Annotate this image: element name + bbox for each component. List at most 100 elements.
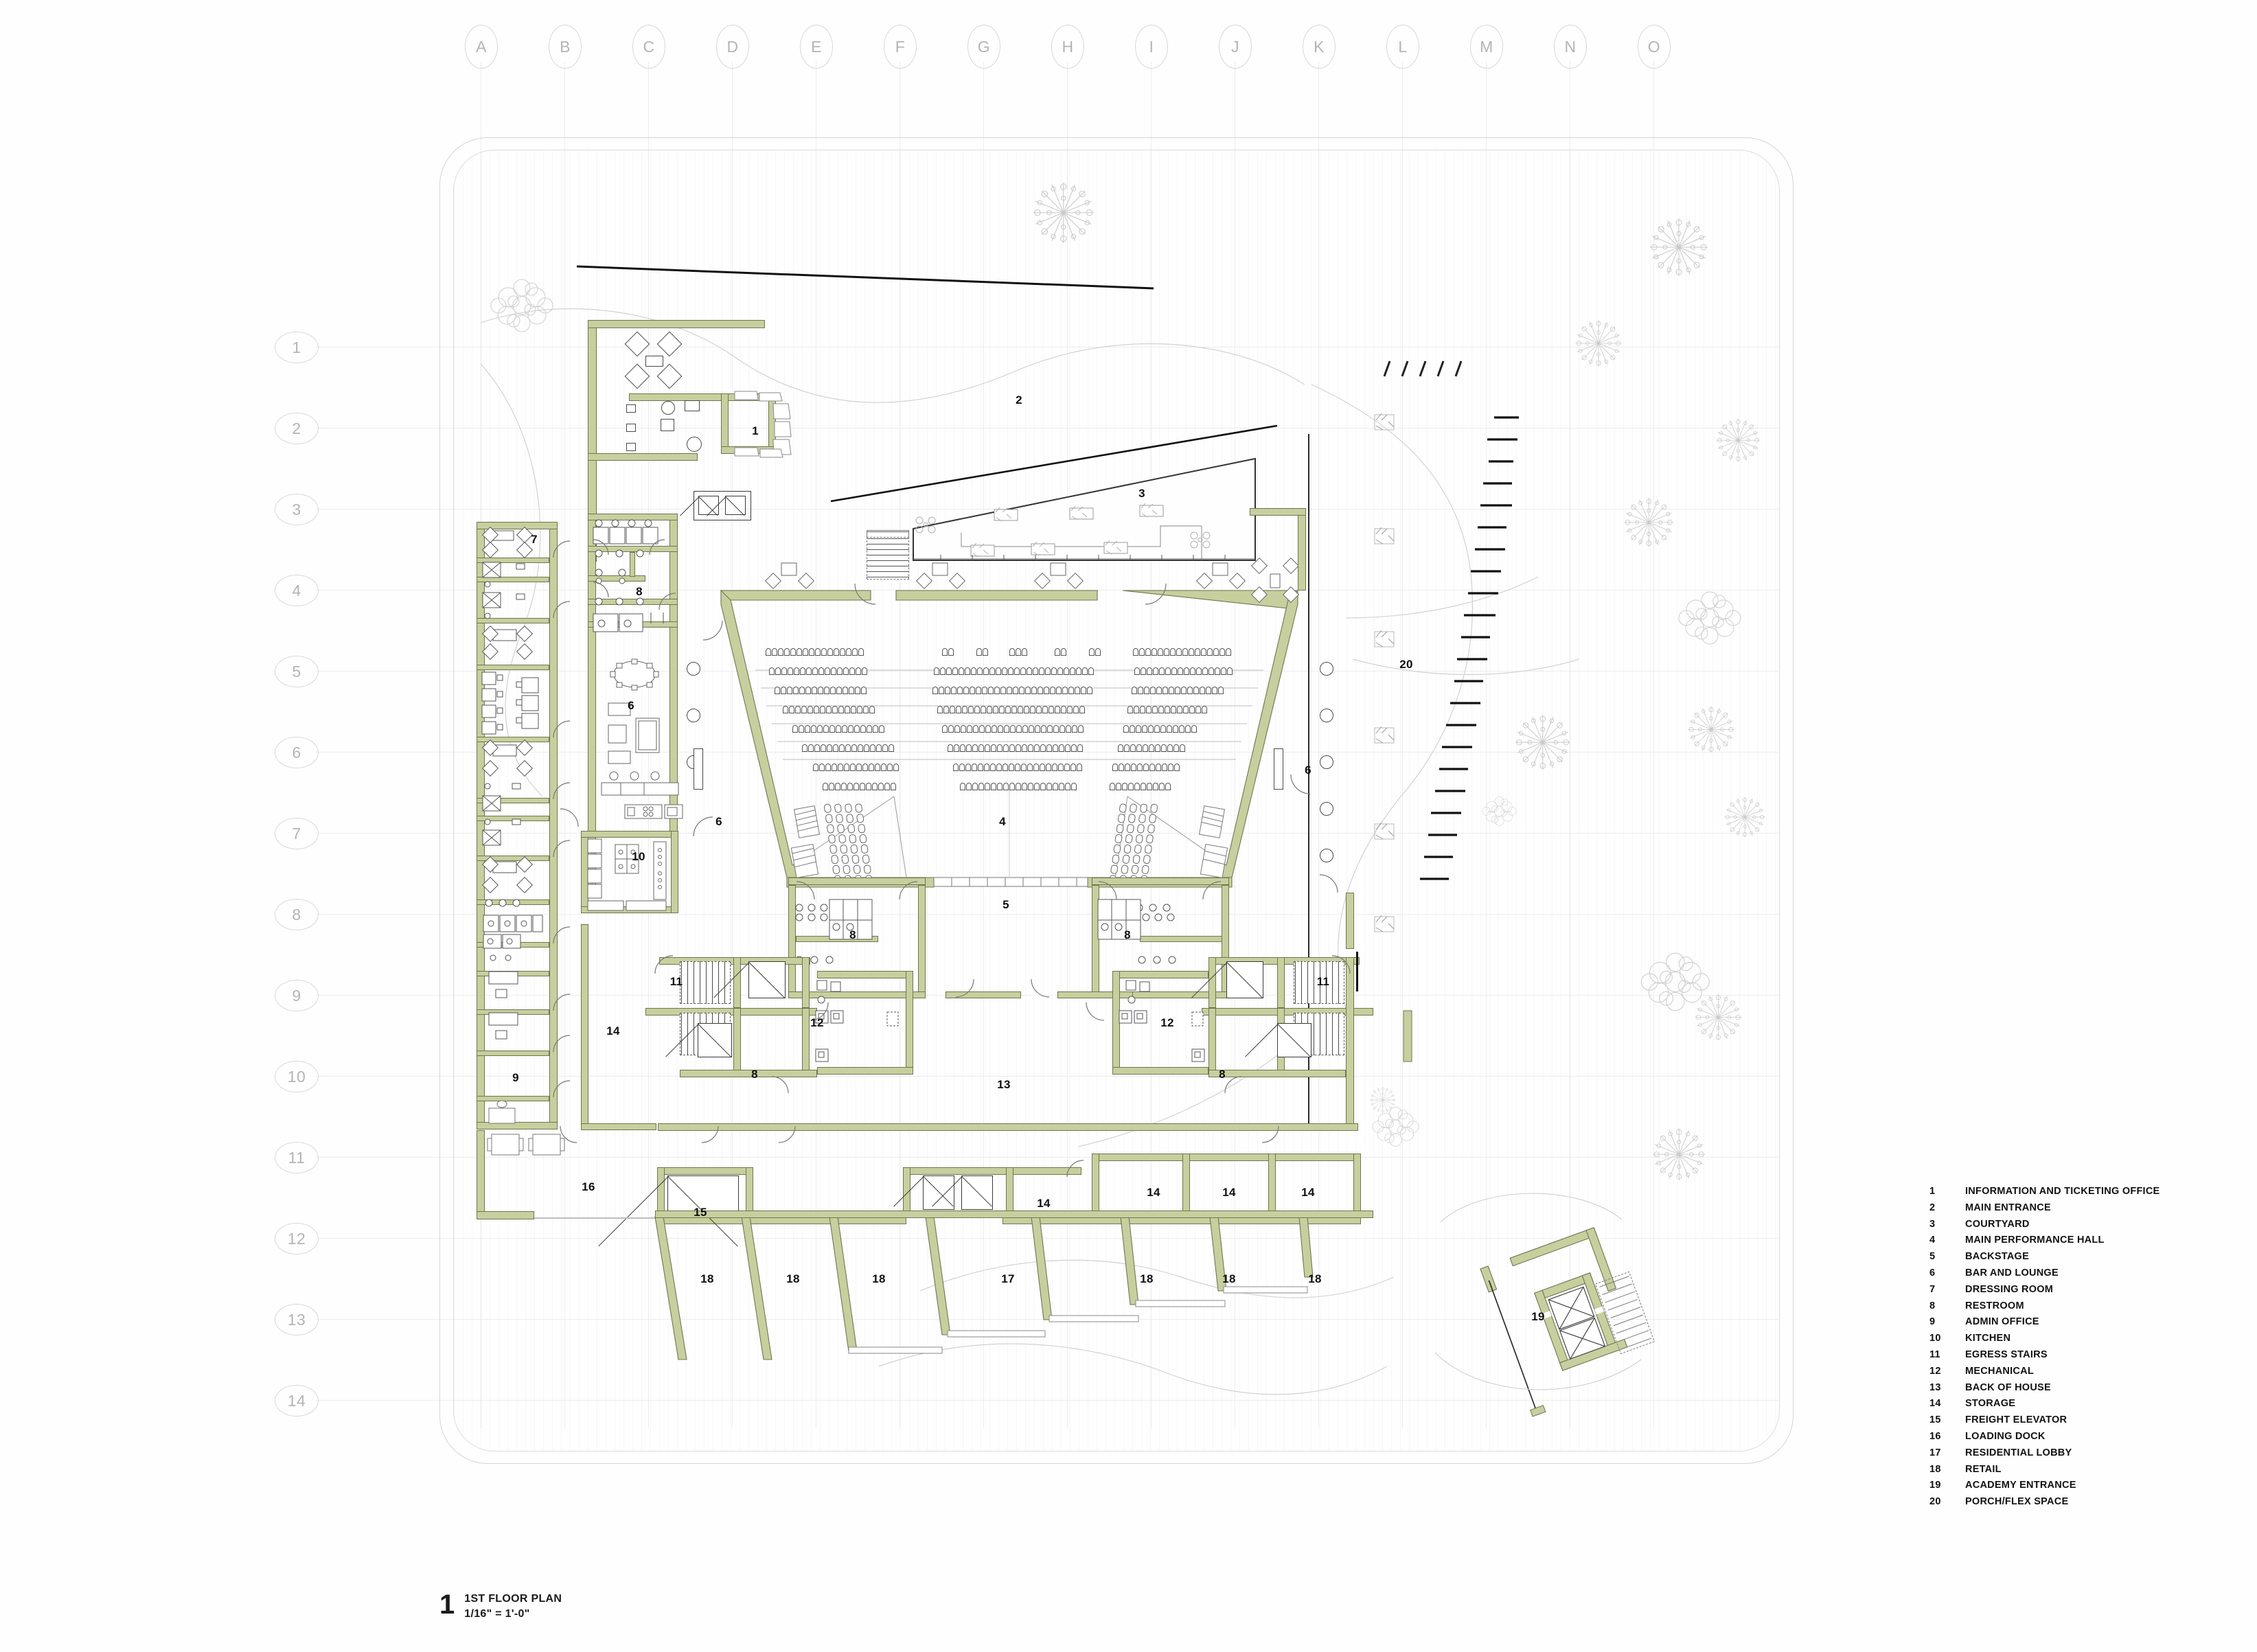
grid-bubble-row-11[interactable]: 11 (275, 1142, 319, 1173)
detail-number: 1 (439, 1590, 455, 1620)
grid-bubble-row-9[interactable]: 9 (275, 980, 319, 1011)
elevator-car (923, 1175, 954, 1210)
grid-bubble-col-L[interactable]: L (1386, 25, 1419, 69)
seat-row (953, 764, 1082, 771)
wall-core-L-v1 (733, 957, 741, 1008)
seat-row (1110, 783, 1171, 790)
plan-label-admin-9: 9 (512, 1071, 519, 1084)
academy-entrance-pavilion (1480, 1227, 1655, 1417)
wall-west-part (477, 856, 549, 861)
legend-item-label: MECHANICAL (1965, 1365, 2034, 1377)
grid-bubble-col-O[interactable]: O (1638, 25, 1671, 69)
restroom-fixtures-nw (593, 519, 664, 632)
seat-row (766, 648, 864, 656)
grid-bubble-row-4[interactable]: 4 (275, 575, 319, 606)
grid-bubble-row-6[interactable]: 6 (275, 737, 319, 768)
grid-bubble-col-F[interactable]: F (884, 25, 917, 69)
grid-bubble-col-K[interactable]: K (1303, 25, 1336, 69)
legend-item-number: 4 (1929, 1235, 1936, 1246)
entrance-canopy-line (576, 261, 1154, 290)
grid-bubble-row-1[interactable]: 1 (275, 332, 319, 363)
plan-label-academy-19: 19 (1531, 1310, 1545, 1323)
grid-bubble-row-5[interactable]: 5 (275, 656, 319, 687)
seat-row (934, 667, 1094, 675)
wall-backstage-bot-r (1057, 991, 1133, 998)
legend-item-label: BAR AND LOUNGE (1965, 1267, 2059, 1278)
mech-restroom-fixtures-left (815, 980, 899, 1062)
meeting-table (687, 437, 702, 452)
porch-flex-landscape (1374, 360, 1519, 1062)
wall-rest-h4 (588, 599, 678, 605)
plan-label-retail-18d: 18 (1140, 1272, 1154, 1285)
elevator-car (1226, 961, 1263, 998)
seat-row (942, 725, 1084, 733)
wall-west-part (477, 1051, 549, 1056)
grid-bubble-row-10[interactable]: 10 (275, 1061, 319, 1092)
plan-label-backstage-5: 5 (1003, 898, 1009, 911)
grid-bubble-row-8[interactable]: 8 (275, 899, 319, 930)
grid-bubble-col-E[interactable]: E (800, 25, 833, 69)
main-entrance-canopy (830, 424, 1278, 503)
legend-item-label: COURTYARD (1965, 1218, 2030, 1230)
grid-bubble-row-14[interactable]: 14 (275, 1385, 319, 1416)
plan-label-boh-13: 13 (997, 1078, 1011, 1091)
seat-row (769, 667, 867, 675)
wall-boh-bot (658, 1123, 1358, 1131)
drawing-title: 1ST FLOOR PLAN (464, 1593, 562, 1605)
grid-bubble-row-12[interactable]: 12 (275, 1223, 319, 1254)
plan-label-bar-6b: 6 (715, 815, 722, 828)
foyer-furniture-north (764, 562, 1246, 590)
grid-bubble-col-N[interactable]: N (1554, 25, 1587, 69)
retail-strip (654, 1216, 1314, 1360)
seat-row (948, 744, 1083, 752)
seat-row (942, 648, 954, 656)
grid-line-O (1653, 62, 1654, 1428)
plan-label-mech-12b: 12 (1160, 1016, 1174, 1029)
grid-bubble-col-D[interactable]: D (716, 25, 749, 69)
wall-corr-14-b (581, 1123, 656, 1130)
legend-item-label: FREIGHT ELEVATOR (1965, 1414, 2067, 1426)
elevator-car (748, 961, 786, 998)
hall-seating (721, 590, 1298, 920)
wall-west-part (477, 618, 549, 623)
legend-item-number: 9 (1929, 1316, 1936, 1328)
grid-bubble-row-3[interactable]: 3 (275, 494, 319, 525)
grid-bubble-col-J[interactable]: J (1219, 25, 1252, 69)
grid-line-K (1318, 62, 1319, 1428)
east-service-line (1356, 952, 1358, 991)
grid-bubble-col-H[interactable]: H (1051, 25, 1084, 69)
grid-bubble-row-13[interactable]: 13 (275, 1304, 319, 1335)
grid-line-9 (316, 995, 1778, 996)
legend-item-number: 19 (1929, 1480, 1941, 1491)
elevator-car (698, 496, 719, 515)
courtyard-grand-stair-lower (867, 537, 909, 580)
legend-item-label: BACK OF HOUSE (1965, 1381, 2051, 1393)
plan-label-rest-8e: 8 (1219, 1068, 1226, 1081)
grid-bubble-col-M[interactable]: M (1470, 25, 1503, 69)
seat-row (823, 783, 896, 790)
grid-bubble-col-C[interactable]: C (632, 25, 665, 69)
grid-bubble-col-A[interactable]: A (465, 25, 498, 69)
plan-label-retail-18e: 18 (1222, 1272, 1236, 1285)
legend-item-label: KITCHEN (1965, 1333, 2011, 1344)
hall-side-boxes (790, 799, 1228, 889)
grid-line-8 (316, 914, 1778, 915)
grid-bubble-col-B[interactable]: B (549, 25, 582, 69)
grid-bubble-row-2[interactable]: 2 (275, 413, 319, 444)
grid-bubble-row-7[interactable]: 7 (275, 818, 319, 849)
plan-label-rest-8a: 8 (636, 585, 643, 598)
plan-label-hall-4: 4 (999, 815, 1006, 828)
grid-bubble-col-I[interactable]: I (1135, 25, 1168, 69)
wall-core-R-bot (1208, 1070, 1346, 1077)
seat-row (976, 648, 988, 656)
bar-counter-east (1274, 748, 1283, 790)
seat-row (1133, 648, 1231, 656)
plan-label-retail-18c: 18 (872, 1272, 886, 1285)
seat-row (937, 706, 1085, 713)
grid-bubble-col-G[interactable]: G (967, 25, 1000, 69)
